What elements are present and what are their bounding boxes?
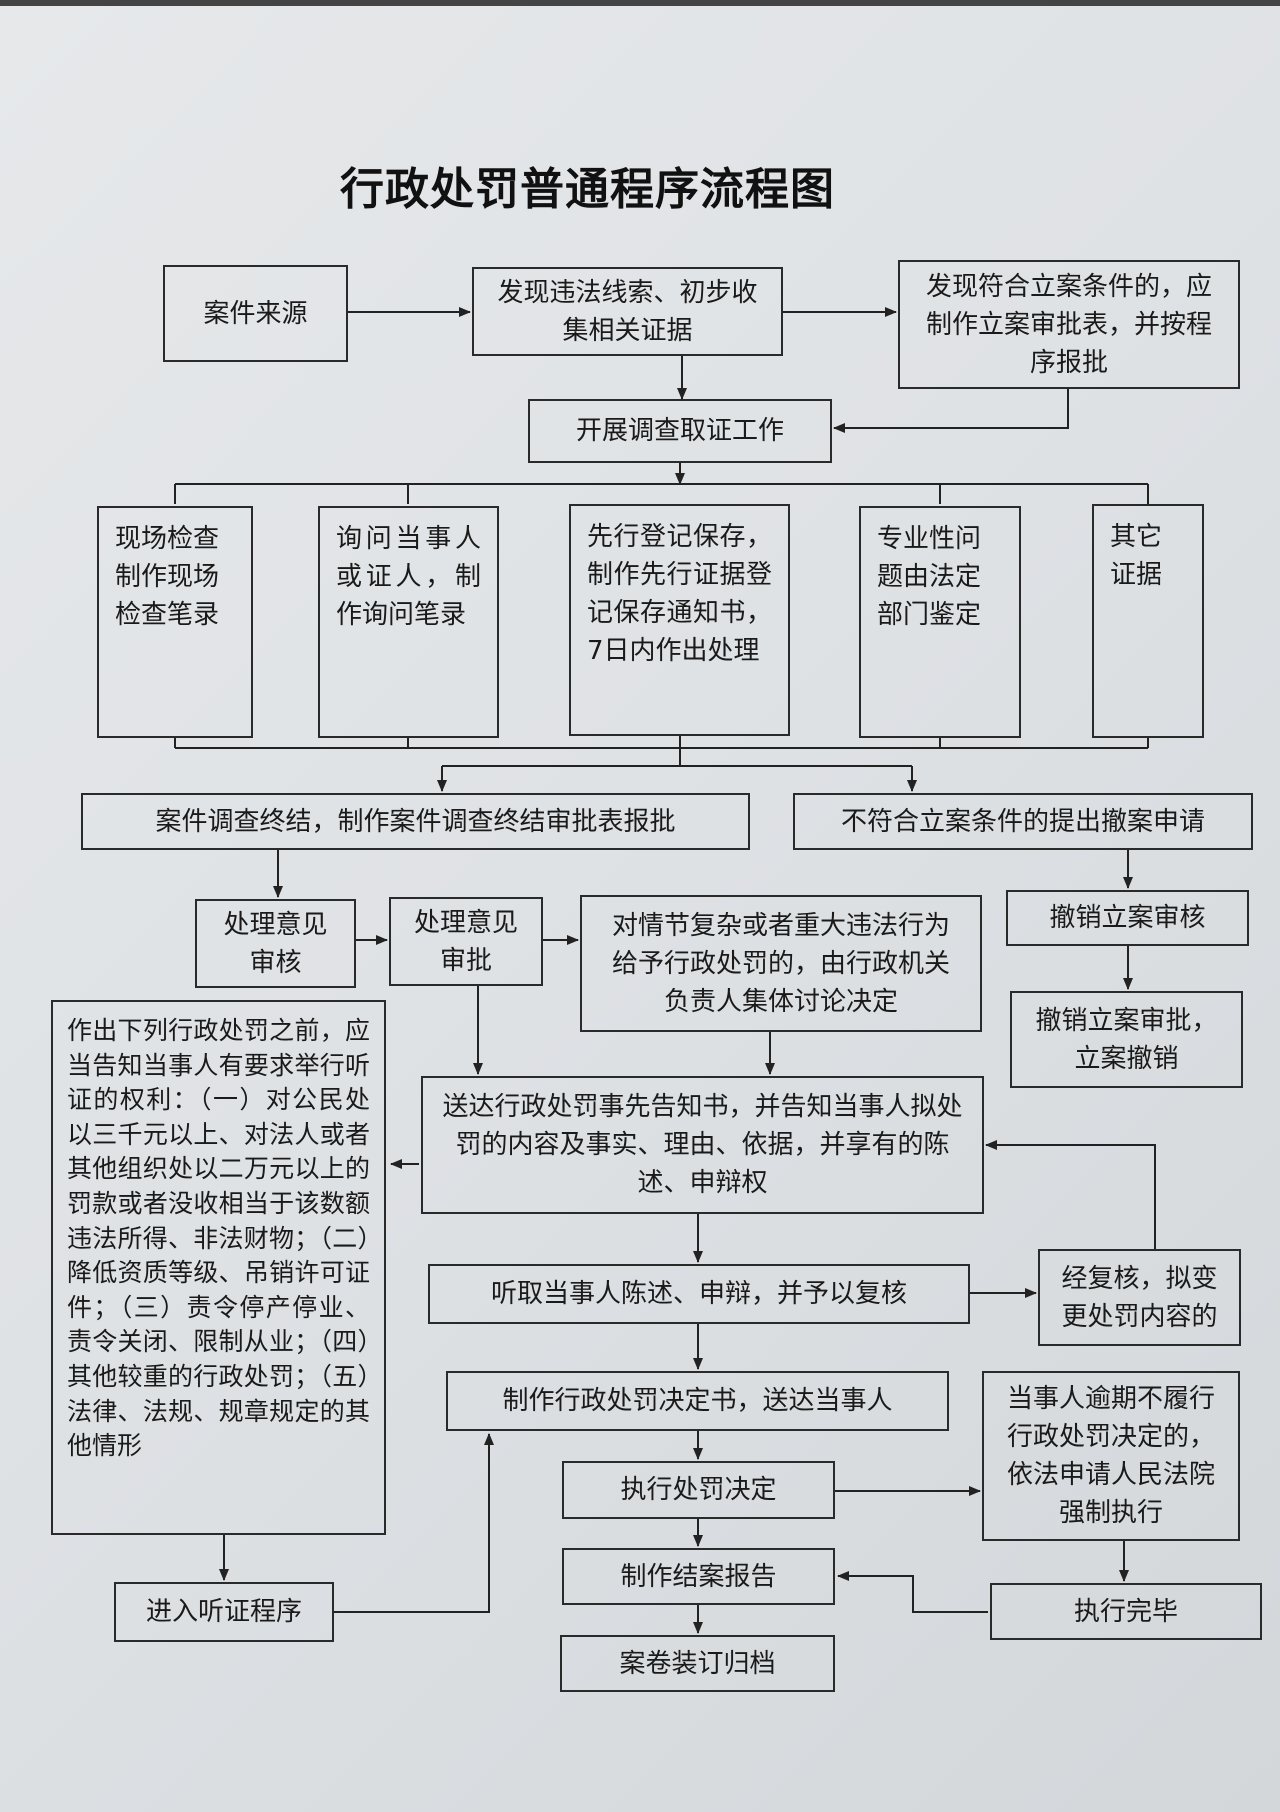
node-label: 询问当事人或证人，制作询问笔录 (336, 524, 481, 630)
node-label: 制作行政处罚决定书，送达当事人 (502, 1386, 893, 1416)
node-label: 经复核，拟变更处罚内容的 (1061, 1263, 1218, 1332)
node-label: 其它证据 (1110, 522, 1163, 590)
node-withdraw-application: 不符合立案条件的提出撤案申请 (793, 793, 1253, 850)
node-archive: 案卷装订归档 (560, 1635, 835, 1692)
edge-hearing-to-decision (334, 1433, 494, 1613)
node-label: 作出下列行政处罚之前，应当告知当事人有要求举行听证的权利：（一）对公民处以三千元… (67, 1016, 370, 1461)
node-withdraw-review: 撤销立案审核 (1006, 890, 1249, 946)
node-label: 先行登记保存，制作先行证据登记保存通知书，7日内作出处理 (587, 522, 772, 666)
node-collective-decision: 对情节复杂或者重大违法行为给予行政处罚的，由行政机关负责人集体讨论决定 (580, 895, 982, 1032)
node-label: 案件来源 (203, 298, 308, 329)
node-investigation-end: 案件调查终结，制作案件调查终结审批表报批 (81, 793, 750, 850)
node-decision-document: 制作行政处罚决定书，送达当事人 (446, 1371, 949, 1431)
node-inquiry: 询问当事人或证人，制作询问笔录 (318, 506, 499, 738)
node-label: 听取当事人陈述、申辩，并予以复核 (490, 1279, 907, 1309)
node-discover-clues: 发现违法线索、初步收集相关证据 (472, 267, 783, 356)
node-label: 现场检查制作现场检查笔录 (115, 524, 220, 630)
node-label: 专业性问题由法定部门鉴定 (877, 524, 982, 630)
node-prior-notice: 送达行政处罚事先告知书，并告知当事人拟处罚的内容及事实、理由、依据，并享有的陈述… (421, 1076, 984, 1214)
edge-change-to-notice (985, 1140, 1156, 1249)
node-label: 对情节复杂或者重大违法行为给予行政处罚的，由行政机关负责人集体讨论决定 (611, 910, 950, 1017)
node-execute-decision: 执行处罚决定 (562, 1461, 835, 1519)
node-hearing-rights: 作出下列行政处罚之前，应当告知当事人有要求举行听证的权利：（一）对公民处以三千元… (51, 1000, 386, 1535)
node-label: 制作结案报告 (620, 1561, 777, 1592)
node-label: 不符合立案条件的提出撤案申请 (840, 806, 1205, 837)
node-meet-conditions: 发现符合立案条件的，应制作立案审批表，并按程序报批 (898, 260, 1240, 389)
node-label: 送达行政处罚事先告知书，并告知当事人拟处罚的内容及事实、理由、依据，并享有的陈述… (442, 1092, 963, 1198)
photo-top-edge (0, 0, 1280, 6)
node-label: 案卷装订归档 (619, 1648, 776, 1679)
node-closing-report: 制作结案报告 (562, 1548, 835, 1605)
node-label: 开展调查取证工作 (575, 416, 784, 446)
node-opinion-approval: 处理意见审批 (389, 897, 543, 986)
node-label: 撤销立案审批，立案撤销 (1035, 1005, 1218, 1074)
node-opinion-review: 处理意见审核 (195, 899, 356, 988)
node-label: 处理意见审批 (413, 907, 518, 976)
node-other-evidence: 其它证据 (1092, 504, 1204, 738)
node-hear-statements: 听取当事人陈述、申辩，并予以复核 (428, 1264, 970, 1324)
node-court-enforcement: 当事人逾期不履行行政处罚决定的，依法申请人民法院强制执行 (982, 1371, 1240, 1541)
node-expert-appraisal: 专业性问题由法定部门鉴定 (859, 506, 1021, 738)
node-case-source: 案件来源 (163, 265, 348, 362)
page-title: 行政处罚普通程序流程图 (340, 164, 835, 215)
node-label: 执行处罚决定 (620, 1475, 777, 1505)
node-label: 发现符合立案条件的，应制作立案审批表，并按程序报批 (925, 271, 1212, 378)
node-label: 当事人逾期不履行行政处罚决定的，依法申请人民法院强制执行 (1006, 1384, 1215, 1528)
node-label: 进入听证程序 (145, 1597, 302, 1627)
node-label: 处理意见审核 (223, 909, 328, 978)
node-label: 案件调查终结，制作案件调查终结审批表报批 (155, 806, 676, 837)
edge-conditions-to-investigate (833, 389, 1069, 433)
node-label: 发现违法线索、初步收集相关证据 (497, 277, 758, 346)
node-withdraw-approval: 撤销立案审批，立案撤销 (1010, 991, 1243, 1088)
node-label: 撤销立案审核 (1049, 903, 1206, 933)
node-investigate: 开展调查取证工作 (528, 399, 832, 463)
node-onsite-inspection: 现场检查制作现场检查笔录 (97, 506, 253, 738)
node-hearing-procedure: 进入听证程序 (114, 1582, 334, 1642)
node-change-after-review: 经复核，拟变更处罚内容的 (1038, 1249, 1241, 1346)
node-execution-complete: 执行完毕 (990, 1583, 1262, 1640)
edge-complete-to-report (837, 1571, 988, 1613)
node-register-preserve: 先行登记保存，制作先行证据登记保存通知书，7日内作出处理 (569, 504, 790, 736)
node-label: 执行完毕 (1073, 1596, 1178, 1627)
